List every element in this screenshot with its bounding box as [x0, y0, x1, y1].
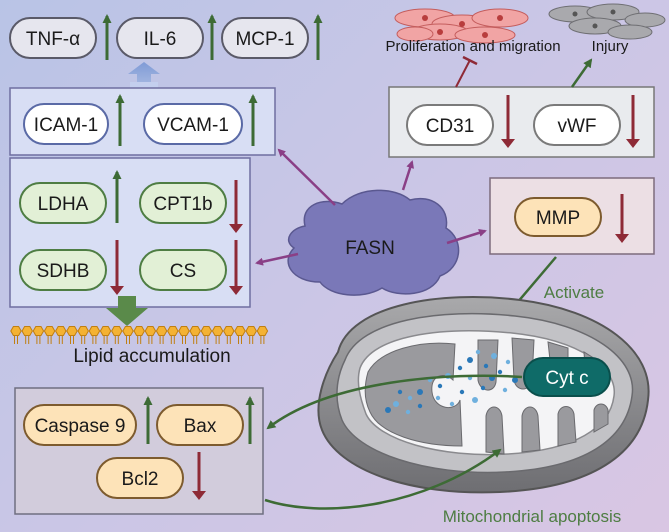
apoptosis-box: Caspase 9 Bax Bcl2 — [14, 387, 264, 515]
proliferation-label: Proliferation and migration — [385, 38, 560, 55]
lipid-head — [55, 326, 67, 336]
cyt-c-particle — [449, 401, 455, 407]
cyt-c-particle — [497, 369, 503, 375]
inhibition-line — [455, 59, 471, 88]
cyt-c-particles — [385, 349, 518, 415]
lipid-head — [144, 326, 157, 336]
bax-label: Bax — [184, 416, 217, 437]
mmp-box: MMP — [489, 177, 655, 255]
lipid-head — [200, 326, 213, 336]
vwf-label: vWF — [557, 116, 596, 137]
lipid-head — [234, 326, 246, 336]
endothelial-box: CD31 vWF — [388, 86, 655, 158]
cytokine-group: TNF-α IL-6 MCP-1 — [9, 14, 323, 60]
cyt-c-particle — [393, 401, 399, 407]
lipid-head — [178, 326, 190, 336]
lipid-head — [223, 326, 235, 336]
injured-cells-illustration — [548, 3, 666, 40]
lipid-head — [245, 326, 257, 336]
cyt-c-particle — [483, 363, 489, 369]
vcam1-label: VCAM-1 — [157, 115, 229, 136]
cd31-label: CD31 — [426, 116, 475, 137]
cytokine-tnf-alpha: TNF-α — [9, 14, 112, 60]
bcl2-label: Bcl2 — [122, 469, 159, 490]
icam1-label: ICAM-1 — [34, 115, 98, 136]
lipid-head — [43, 326, 56, 336]
fasn-to-endothelial-arrow — [401, 160, 414, 191]
cyt-c-particle — [407, 395, 413, 401]
lipid-head — [10, 326, 22, 336]
cytc-to-caspase-arrow — [266, 374, 523, 430]
sdhb-label: SDHB — [37, 261, 90, 282]
cyt-c-node — [523, 357, 611, 397]
cpt1b-label: CPT1b — [153, 194, 212, 215]
lipid-head — [189, 326, 201, 336]
lipid-head — [111, 326, 123, 336]
injury-label: Injury — [592, 38, 629, 55]
lipid-head — [99, 326, 112, 336]
cyt-c-particle — [435, 395, 441, 401]
cyt-c-particle — [417, 389, 423, 395]
lipid-head — [77, 326, 89, 336]
fasn-effect-arrows — [255, 148, 487, 266]
fasn-to-mmp-arrow — [446, 228, 487, 245]
cyt-c-particle — [397, 389, 403, 395]
cyt-c-particle — [491, 353, 497, 359]
lipid-head — [21, 326, 33, 336]
cyt-c-particle — [472, 397, 478, 403]
cytokine-il6: IL-6 — [116, 14, 217, 60]
cyt-c-particle — [417, 403, 423, 409]
adhesion-box: ICAM-1 VCAM-1 — [9, 87, 276, 156]
cytokine-mcp1: MCP-1 — [221, 14, 323, 60]
apoptosis-to-mito-arrow — [264, 448, 502, 510]
lipid-bilayer — [10, 326, 269, 344]
cyt-c-particle — [467, 357, 473, 363]
block-arrow-down — [106, 296, 148, 326]
cyt-c-particle — [502, 387, 508, 393]
cyt-c-particle — [475, 349, 481, 355]
cyt-c-particle — [457, 365, 463, 371]
ldha-label: LDHA — [38, 194, 89, 215]
cytokine-label-tnf: TNF-α — [26, 29, 80, 50]
cyt-c-particle — [437, 383, 443, 389]
cytokine-label-il6: IL-6 — [144, 29, 177, 50]
lipid-head — [133, 326, 145, 336]
inhibition-bar — [462, 55, 478, 66]
lipid-head — [32, 326, 45, 336]
mitochondrial-apoptosis-label: Mitochondrial apoptosis — [443, 507, 622, 526]
cyt-c-label: Cyt c — [545, 368, 588, 389]
caspase9-label: Caspase 9 — [35, 416, 126, 437]
mmp-label: MMP — [536, 208, 580, 229]
cyt-c-particle — [385, 407, 391, 413]
cyt-c-particle — [480, 385, 486, 391]
activate-label: Activate — [544, 283, 604, 302]
lipid-accumulation-label: Lipid accumulation — [73, 346, 230, 367]
fasn-node — [287, 189, 460, 296]
cyt-c-particle — [459, 389, 465, 395]
fasn-label: FASN — [345, 238, 395, 259]
cyt-c-particle — [512, 377, 518, 383]
cs-label: CS — [170, 261, 196, 282]
injury-arrow — [570, 58, 593, 88]
lipid-head — [88, 326, 101, 336]
lipid-head — [256, 326, 269, 336]
metabolism-box: LDHA CPT1b SDHB CS — [9, 157, 251, 308]
cytokine-label-mcp1: MCP-1 — [235, 29, 294, 50]
lipid-head — [155, 326, 168, 336]
proliferating-cells-illustration — [394, 8, 529, 44]
block-arrow-shadow — [130, 82, 158, 90]
block-arrow-up — [128, 62, 160, 82]
lipid-head — [167, 326, 179, 336]
lipid-head — [211, 326, 224, 336]
fasn-to-adhesion-arrow — [277, 148, 336, 206]
fasn-to-metabolism-arrow — [255, 252, 299, 266]
lipid-head — [66, 326, 78, 336]
cyt-c-particle — [505, 359, 511, 365]
cyt-c-particle — [405, 409, 411, 415]
lipid-head — [122, 326, 134, 336]
